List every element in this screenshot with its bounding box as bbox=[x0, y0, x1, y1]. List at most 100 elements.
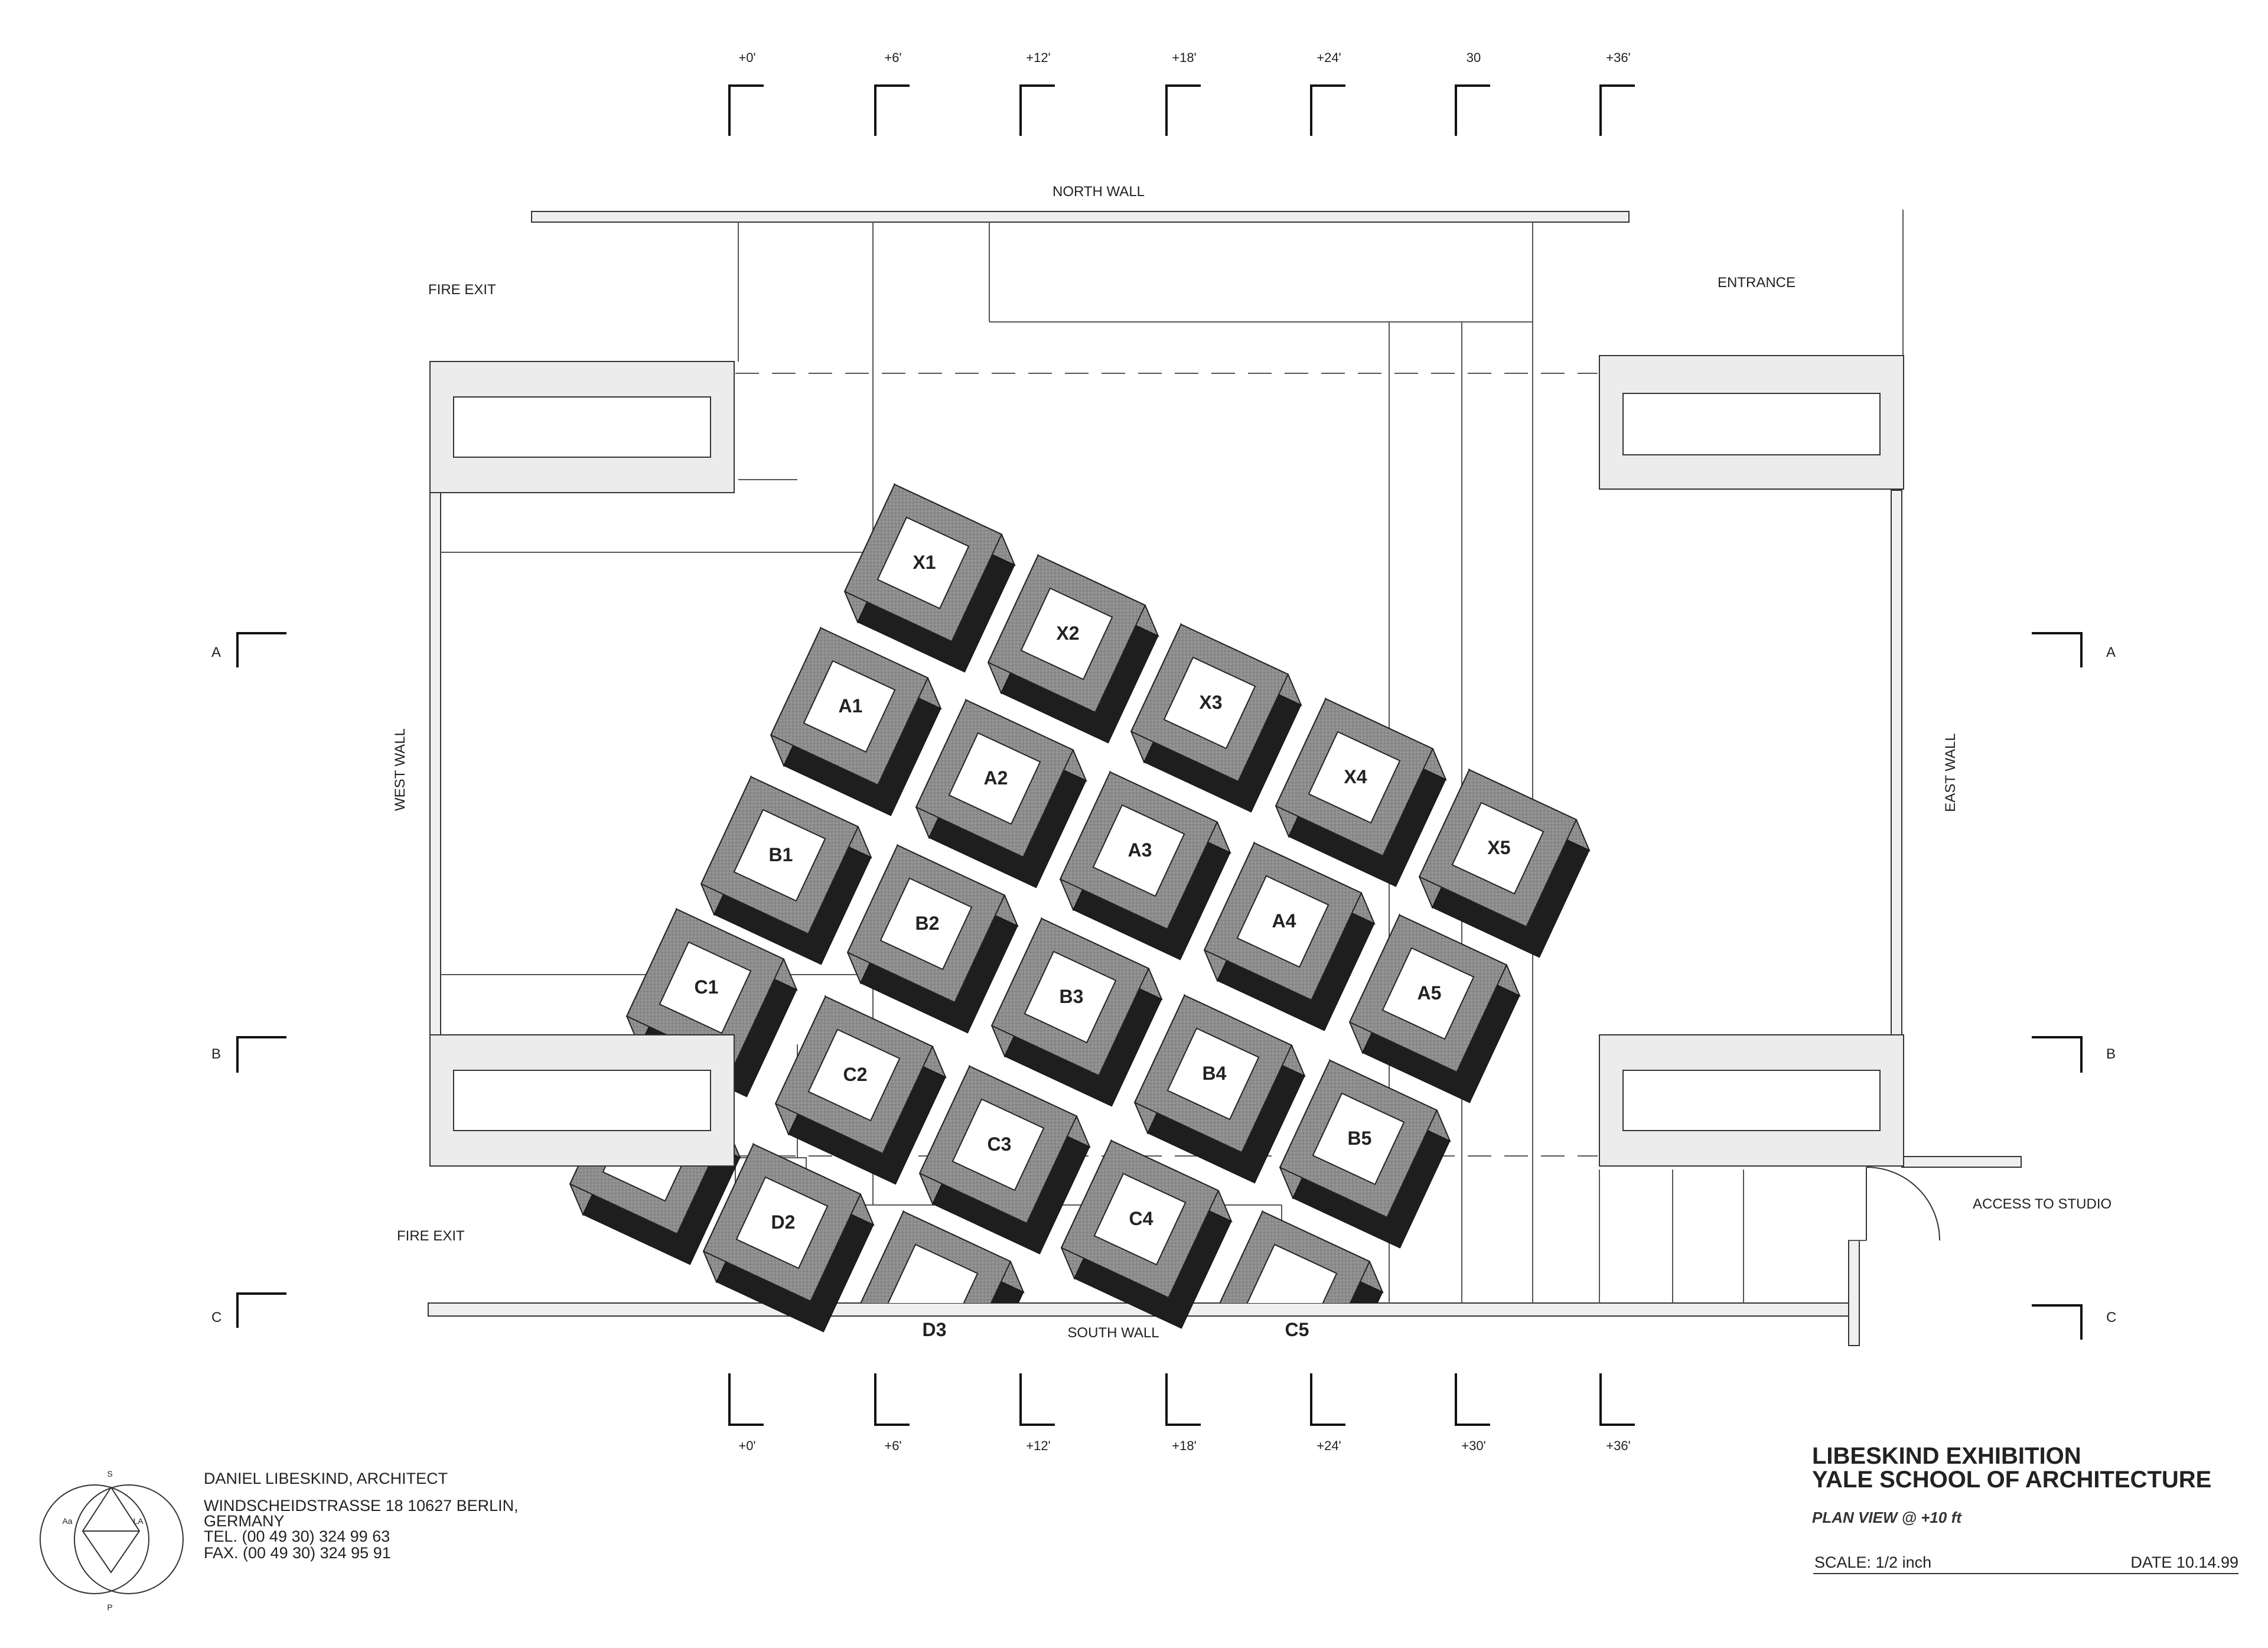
wall-platforms bbox=[429, 355, 1904, 1167]
fire-exit-top-label: FIRE EXIT bbox=[428, 282, 496, 298]
bottom-grid-label: +12' bbox=[1026, 1438, 1051, 1453]
box-label-C5: C5 bbox=[1285, 1319, 1309, 1340]
east-wall bbox=[1891, 490, 1902, 1040]
section-mark-right-c bbox=[2032, 1304, 2083, 1340]
box-label-X5: X5 bbox=[1487, 837, 1510, 858]
exhibit-box-B2: B2 bbox=[846, 843, 1019, 1034]
section-mark-left-c bbox=[236, 1292, 286, 1328]
bottom-grid-label: +30' bbox=[1461, 1438, 1486, 1453]
exhibit-box-A2: A2 bbox=[915, 698, 1087, 888]
box-label-B4: B4 bbox=[1203, 1063, 1227, 1084]
architect-logo bbox=[40, 1484, 184, 1594]
box-label-A5: A5 bbox=[1418, 982, 1442, 1004]
box-label-B5: B5 bbox=[1348, 1128, 1372, 1149]
south-wall-label: SOUTH WALL bbox=[1067, 1325, 1159, 1341]
exhibit-box-X4: X4 bbox=[1275, 697, 1447, 887]
box-label-X4: X4 bbox=[1344, 766, 1367, 787]
north-wall bbox=[531, 211, 1630, 223]
section-label-left-c: C bbox=[211, 1310, 221, 1325]
access-to-studio-label: ACCESS TO STUDIO bbox=[1973, 1196, 2111, 1212]
plan-view-label: PLAN VIEW @ +10 ft bbox=[1812, 1509, 1962, 1526]
exhibit-box-X1: X1 bbox=[843, 483, 1016, 673]
platform-south-east bbox=[1599, 1034, 1904, 1167]
west-wall bbox=[429, 490, 441, 1040]
box-label-X2: X2 bbox=[1056, 623, 1079, 644]
exhibit-box-X2: X2 bbox=[987, 553, 1159, 744]
exhibit-box-C2: C2 bbox=[774, 995, 947, 1185]
top-grid-mark bbox=[1165, 84, 1201, 136]
bottom-grid-mark bbox=[1455, 1373, 1490, 1426]
box-label-D3: D3 bbox=[923, 1319, 947, 1340]
box-label-A4: A4 bbox=[1272, 910, 1296, 932]
architect-address: WINDSCHEIDSTRASSE 18 10627 BERLIN, bbox=[204, 1497, 519, 1515]
exhibit-box-B5: B5 bbox=[1279, 1059, 1451, 1249]
top-grid-label: +18' bbox=[1172, 50, 1197, 65]
top-grid-mark bbox=[1310, 84, 1345, 136]
box-label-A3: A3 bbox=[1128, 839, 1152, 861]
exhibit-box-X5: X5 bbox=[1418, 768, 1591, 958]
platform-north-west bbox=[429, 361, 735, 493]
top-grid-mark bbox=[1019, 84, 1055, 136]
exhibit-box-C1: C1 bbox=[625, 907, 798, 1097]
architect-fax: FAX. (00 49 30) 324 95 91 bbox=[204, 1544, 391, 1562]
exhibit-box-C4: C4 bbox=[1060, 1139, 1233, 1329]
box-label-C2: C2 bbox=[843, 1064, 868, 1085]
top-grid-label: +24' bbox=[1317, 50, 1341, 65]
east-wall-label: EAST WALL bbox=[1943, 733, 1959, 812]
exhibit-box-B1: B1 bbox=[700, 775, 872, 965]
section-mark-right-b bbox=[2032, 1036, 2083, 1073]
section-label-left-a: A bbox=[211, 644, 221, 660]
box-label-C1: C1 bbox=[695, 976, 719, 998]
bottom-grid-label: +18' bbox=[1172, 1438, 1197, 1453]
top-grid-label: +6' bbox=[884, 50, 901, 65]
title-line-2: YALE SCHOOL OF ARCHITECTURE bbox=[1812, 1467, 2211, 1493]
bottom-grid-label: +36' bbox=[1606, 1438, 1631, 1453]
scale-label: SCALE: 1/2 inch bbox=[1814, 1553, 1931, 1571]
top-grid-label: +36' bbox=[1606, 50, 1631, 65]
date-label: DATE 10.14.99 bbox=[2130, 1553, 2238, 1571]
west-wall-label: WEST WALL bbox=[392, 728, 408, 811]
exhibit-box-D3 bbox=[860, 1210, 1025, 1303]
box-label-X3: X3 bbox=[1199, 692, 1222, 713]
top-grid-markers: +0'+6'+12'+18'+24'30+36' bbox=[728, 50, 1635, 136]
bottom-grid-label: +24' bbox=[1317, 1438, 1341, 1453]
exhibit-box-C5 bbox=[1219, 1210, 1384, 1303]
exhibit-boxes: X1X2X3X4X5A1A2A3A4A5B1B2B3B4B5C1C2C3C4D1… bbox=[569, 483, 1591, 1333]
exhibit-box-A4: A4 bbox=[1203, 841, 1376, 1031]
exhibit-box-C3: C3 bbox=[918, 1064, 1091, 1255]
top-grid-mark bbox=[1599, 84, 1635, 136]
architect-name: DANIEL LIBESKIND, ARCHITECT bbox=[204, 1470, 448, 1487]
top-grid-mark bbox=[1455, 84, 1490, 136]
top-grid-label: +12' bbox=[1026, 50, 1051, 65]
section-label-right-b: B bbox=[2106, 1046, 2116, 1062]
section-mark-left-b bbox=[236, 1036, 286, 1073]
logo-letter-la: LA bbox=[133, 1516, 144, 1526]
section-markers: A B C A B C bbox=[211, 632, 2116, 1340]
logo-letter-aa: Aa bbox=[62, 1516, 72, 1526]
cut-exhibit-boxes bbox=[860, 1210, 1384, 1303]
architect-country: GERMANY bbox=[204, 1512, 285, 1530]
top-grid-mark bbox=[728, 84, 764, 136]
bottom-grid-mark bbox=[1310, 1373, 1345, 1426]
bottom-grid-mark bbox=[1599, 1373, 1635, 1426]
exhibit-box-B4: B4 bbox=[1133, 994, 1306, 1184]
exhibit-box-A5: A5 bbox=[1348, 913, 1521, 1103]
box-label-C3: C3 bbox=[988, 1134, 1012, 1155]
bottom-grid-markers: +0'+6'+12'+18'+24'+30'+36' bbox=[728, 1373, 1635, 1453]
top-grid-label: 30 bbox=[1467, 50, 1481, 65]
section-label-left-b: B bbox=[211, 1046, 221, 1062]
box-label-C4: C4 bbox=[1129, 1208, 1153, 1229]
section-label-right-c: C bbox=[2106, 1310, 2116, 1325]
studio-jamb bbox=[1848, 1240, 1860, 1346]
exhibit-box-D2: D2 bbox=[702, 1142, 875, 1333]
platform-north-east bbox=[1599, 355, 1904, 490]
top-grid-mark bbox=[874, 84, 910, 136]
box-label-A1: A1 bbox=[839, 695, 863, 716]
exhibit-box-B3: B3 bbox=[990, 917, 1163, 1107]
logo-letter-p: P bbox=[107, 1603, 112, 1612]
box-label-B1: B1 bbox=[769, 844, 793, 865]
bottom-grid-label: +6' bbox=[884, 1438, 901, 1453]
exhibit-box-A3: A3 bbox=[1059, 770, 1231, 960]
dashed-lines bbox=[735, 373, 1598, 1157]
box-label-B3: B3 bbox=[1060, 986, 1084, 1007]
